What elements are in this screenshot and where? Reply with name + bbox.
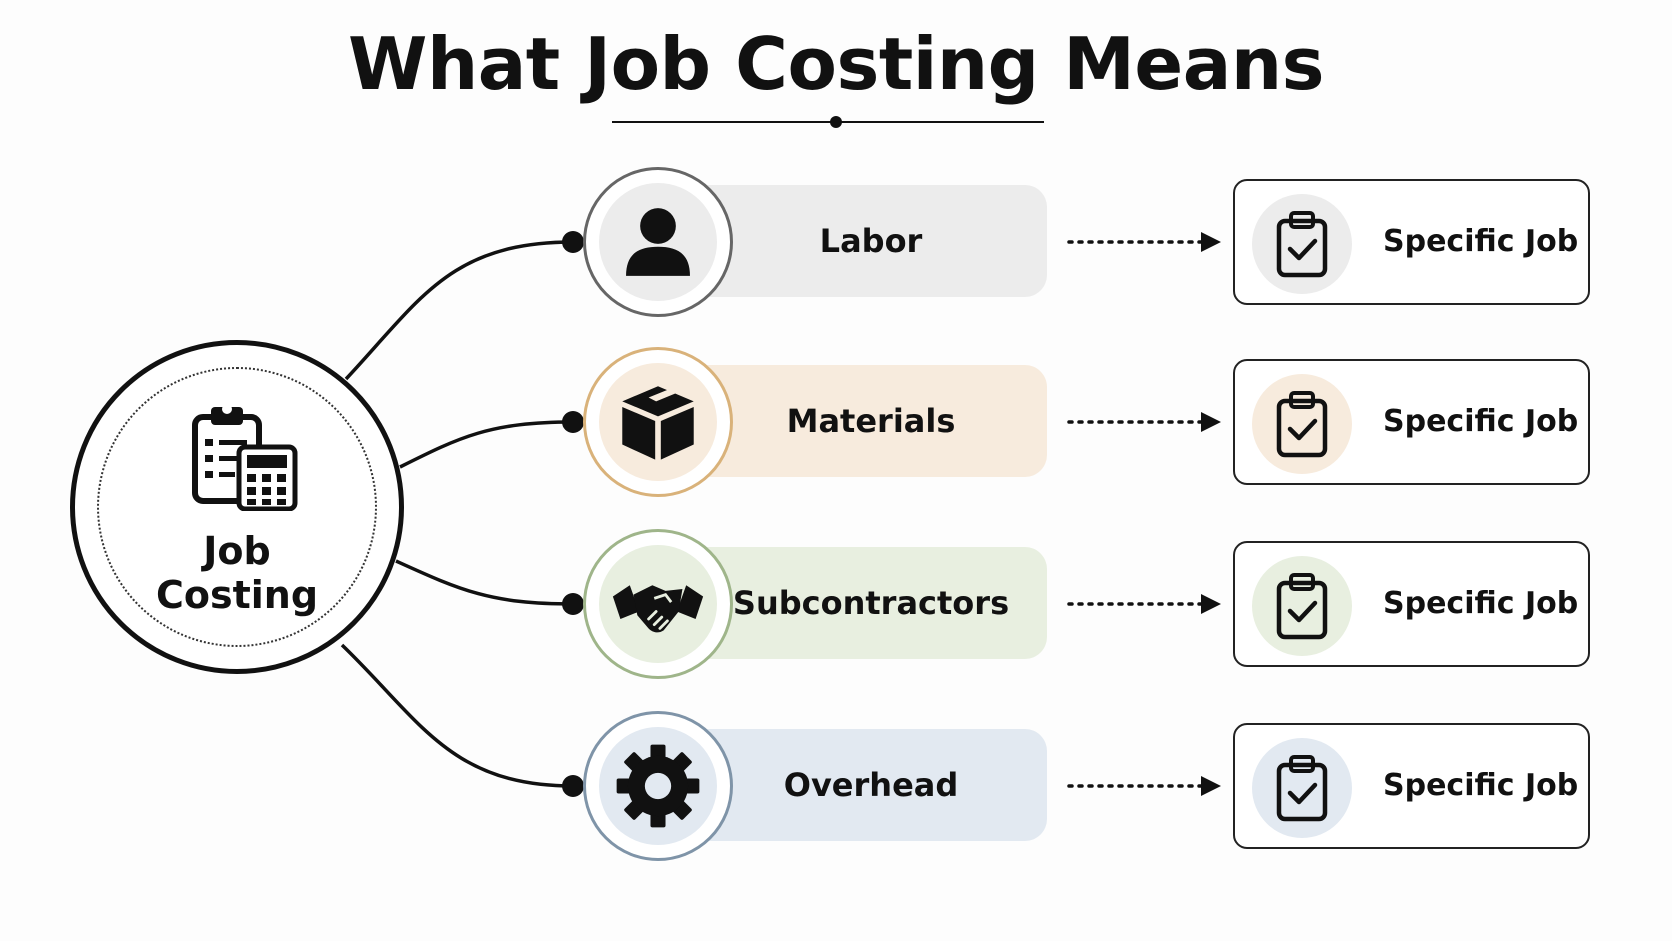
overhead-icon-circle [583, 711, 733, 861]
specific-job-card: Specific Job [1233, 723, 1590, 849]
clipboard-check-icon [1276, 211, 1328, 278]
cost-row-overhead: Overhead [0, 709, 1672, 865]
overhead-label: Overhead [783, 766, 959, 804]
specific-job-card: Specific Job [1233, 359, 1590, 485]
specific-job-label: Specific Job [1383, 404, 1579, 439]
specific-job-label: Specific Job [1383, 768, 1579, 803]
materials-label: Materials [786, 402, 956, 440]
hub-label-line1: Job [203, 529, 271, 573]
subcontractors-icon-circle [583, 529, 733, 679]
title-underline [612, 116, 1044, 128]
cost-row-subcontractors: Subcontractors [0, 527, 1672, 683]
cost-row-materials: Materials [0, 345, 1672, 501]
gear-icon [616, 744, 700, 828]
specific-job-card: Specific Job [1233, 179, 1590, 305]
dotted-arrow [1067, 594, 1221, 614]
clipboard-check-icon [1276, 573, 1328, 640]
hub-label: Job Costing [75, 529, 399, 617]
dotted-arrow [1067, 232, 1221, 252]
subcontractors-label: Subcontractors [732, 584, 1010, 622]
specific-job-card: Specific Job [1233, 541, 1590, 667]
cost-row-labor: Labor Specific Job [0, 165, 1672, 321]
clipboard-check-icon [1276, 755, 1328, 822]
job-costing-hub: Job Costing [70, 340, 404, 674]
materials-icon-circle [583, 347, 733, 497]
handshake-icon [612, 585, 704, 633]
hub-dotted-ring [97, 367, 377, 647]
labor-icon-circle [583, 167, 733, 317]
specific-job-label: Specific Job [1383, 224, 1579, 259]
labor-label: Labor [819, 222, 923, 260]
specific-job-label: Specific Job [1383, 586, 1579, 621]
clipboard-calculator-icon [192, 404, 298, 511]
clipboard-check-icon [1276, 391, 1328, 458]
hub-label-line2: Costing [155, 573, 319, 617]
dotted-arrow [1067, 776, 1221, 796]
box-icon [622, 386, 694, 460]
dotted-arrow [1067, 412, 1221, 432]
person-icon [626, 208, 690, 276]
page-title: What Job Costing Means [348, 22, 1324, 106]
